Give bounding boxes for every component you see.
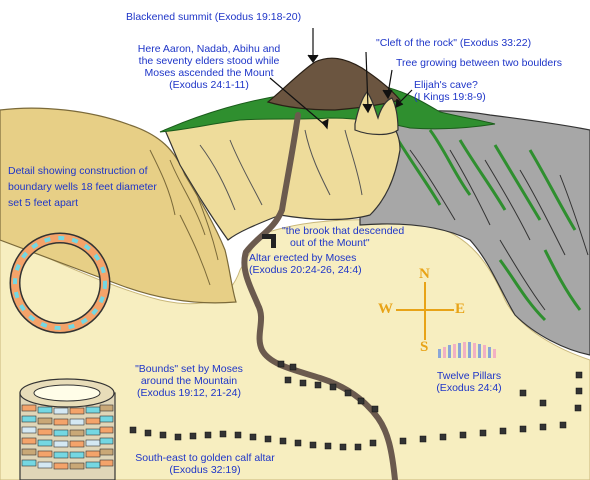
pillars-label: Twelve Pillars (Exodus 24:4) — [424, 370, 514, 394]
pillars-line-1: Twelve Pillars — [436, 370, 502, 382]
calf-label: South-east to golden calf altar (Exodus … — [120, 452, 290, 476]
detail-label: Detail showing construction of boundary … — [8, 163, 157, 211]
bounds-line-1: "Bounds" set by Moses — [135, 363, 243, 375]
summit-label: Blackened summit (Exodus 19:18-20) — [126, 11, 302, 23]
elijah-line-1: Elijah's cave? — [414, 79, 478, 91]
leader-lines — [269, 28, 413, 130]
bounds-label: "Bounds" set by Moses around the Mountai… — [119, 363, 259, 399]
calf-line-2: (Exodus 32:19) — [169, 464, 241, 476]
brook-line-2: out of the Mount" — [290, 237, 370, 249]
brook-label: "the brook that descended out of the Mou… — [282, 225, 404, 249]
compass-cross — [396, 282, 454, 340]
elders-line-1: Here Aaron, Nadab, Abihu and — [137, 43, 281, 55]
compass-south: S — [420, 339, 429, 355]
elders-line-4: (Exodus 24:1-11) — [169, 79, 249, 91]
elders-label: Here Aaron, Nadab, Abihu and the seventy… — [116, 43, 302, 91]
well-ring-top-view — [9, 232, 111, 334]
pillars-line-2: (Exodus 24:4) — [436, 382, 502, 394]
cleft-label: "Cleft of the rock" (Exodus 33:22) — [376, 37, 532, 49]
boulders — [354, 91, 399, 136]
elders-line-2: the seventy elders stood while — [138, 55, 280, 67]
right-vegetation-streaks — [393, 129, 582, 322]
compass-west: W — [378, 301, 393, 317]
compass-east: E — [455, 301, 466, 317]
tree-label: Tree growing between two boulders — [396, 57, 562, 69]
altar-line-2: (Exodus 20:24-26, 24:4) — [249, 264, 362, 276]
altar-label: Altar erected by Moses (Exodus 20:24-26,… — [249, 252, 362, 276]
detail-line-1: Detail showing construction of — [8, 165, 148, 177]
well-cylinder-side-view — [19, 378, 116, 480]
brook-line-1: "the brook that descended — [282, 225, 405, 237]
compass-north: N — [419, 266, 430, 282]
right-rock-strata — [409, 149, 589, 311]
calf-line-1: South-east to golden calf altar — [135, 452, 275, 464]
bounds-line-2: around the Mountain — [140, 375, 238, 387]
bounds-line-3: (Exodus 19:12, 21-24) — [137, 387, 241, 399]
elders-line-3: Moses ascended the Mount — [144, 67, 274, 79]
central-gullies — [199, 129, 363, 211]
twelve-pillars — [438, 342, 496, 358]
brook — [241, 112, 398, 480]
detail-line-2: boundary wells 18 feet diameter — [8, 181, 157, 193]
elijah-label: Elijah's cave? (I Kings 19:8-9) — [414, 79, 486, 103]
altar-line-1: Altar erected by Moses — [249, 252, 357, 264]
detail-line-3: set 5 feet apart — [8, 197, 79, 209]
elijah-line-2: (I Kings 19:8-9) — [414, 91, 486, 103]
altar — [262, 234, 276, 248]
bounds-markers — [129, 360, 583, 451]
